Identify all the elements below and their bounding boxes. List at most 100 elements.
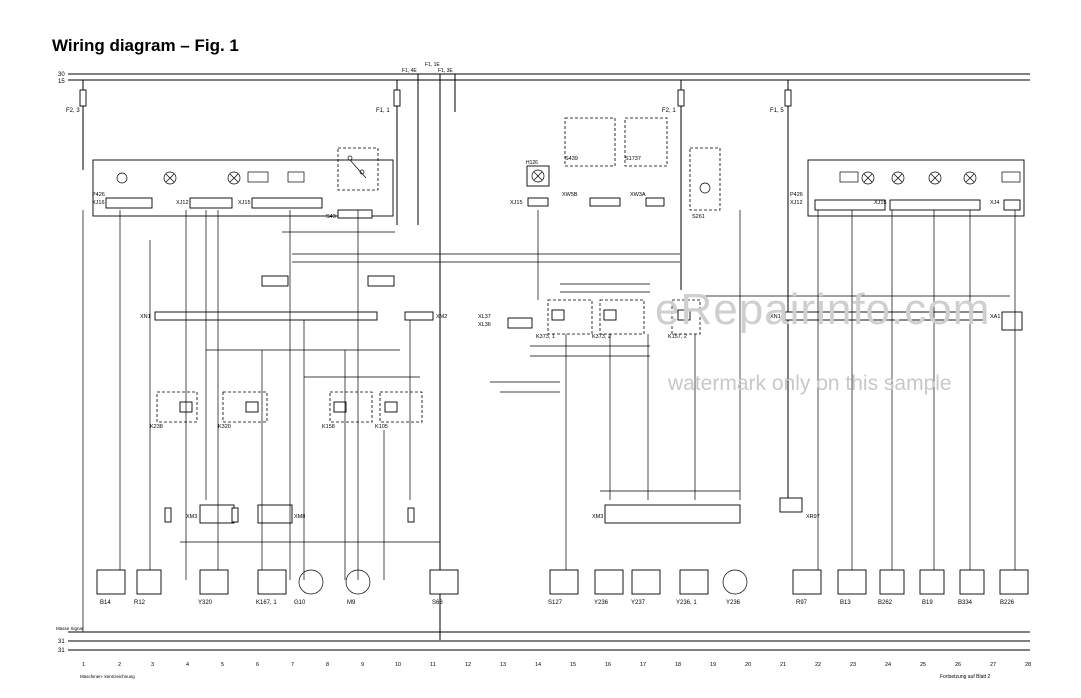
bottom-components: B14 R12 Y320 K167, 1 G10 M9 S68 S127 Y23…	[96, 569, 1029, 606]
rail-label-30: 30	[58, 72, 65, 78]
rail-label-signal: Masse Signal	[56, 626, 83, 631]
instrument-label: P426	[92, 192, 105, 198]
column-number: 9	[361, 662, 364, 668]
relays: K238 K320 K158 K105 K373, 1 K373, 2 K157…	[150, 299, 701, 430]
footer-left: Maschinen- kennzeichnung	[80, 674, 135, 679]
component-label: Y237	[631, 600, 646, 606]
connector-label: XJ12	[176, 200, 189, 206]
column-number: 7	[291, 662, 294, 668]
column-number: 3	[151, 662, 154, 668]
column-number: 6	[256, 662, 259, 668]
ground-rails: Masse Signal 31 31	[56, 626, 1030, 654]
fuses: F2, 3 F1, 1 F2, 1 F1, 5 F1, 4E F1, 1E F1…	[66, 62, 792, 640]
watermark-url: eRepairinfo.com	[655, 285, 991, 334]
instrument-label: H126	[526, 160, 538, 166]
column-number: 26	[955, 662, 961, 668]
connector-label: XM2	[436, 314, 447, 320]
column-number: 2	[118, 662, 121, 668]
fuse-label: F1, 1	[376, 108, 390, 114]
signal-wires	[180, 231, 1010, 543]
instrument-panel-left: P426 XJ16 XJ12 XJ15	[92, 159, 394, 217]
fuse-label: F2, 3	[66, 108, 80, 114]
fuse-tap-label: F1, 1E	[425, 62, 440, 68]
instrument-label: S261	[692, 214, 705, 220]
connector-label: XN1	[140, 314, 151, 320]
column-wires	[82, 210, 1016, 632]
fuse-tap-label: F1, 3E	[438, 68, 453, 74]
watermark-note: watermark only on this sample	[668, 372, 952, 395]
component-label: R12	[134, 600, 146, 606]
component-label: B14	[100, 600, 111, 606]
component-label: K167, 1	[256, 600, 277, 606]
supply-rails: 30 15	[58, 72, 1030, 85]
column-number: 10	[395, 662, 401, 668]
component-label: B19	[922, 600, 933, 606]
connector-label: XJ16	[92, 200, 105, 206]
column-number: 21	[780, 662, 786, 668]
relay-label: K373, 1	[536, 334, 555, 340]
component-label: M9	[347, 600, 356, 606]
instrument-label: S43	[326, 214, 336, 220]
connector-label: XJ15	[238, 200, 251, 206]
component-label: S68	[432, 600, 443, 606]
column-number: 17	[640, 662, 646, 668]
column-number: 14	[535, 662, 541, 668]
component-label: G10	[294, 600, 306, 606]
column-number: 12	[465, 662, 471, 668]
connector-label: XM3	[592, 514, 603, 520]
instrument-label: S1737	[625, 156, 641, 162]
column-number: 11	[430, 662, 436, 668]
relay-label: K320	[218, 424, 231, 430]
column-numbers: 1 2 3 4 5 6 7 8 9 10 11 12 13 14 15 16 1…	[82, 662, 1031, 668]
connector-label: XN1	[770, 314, 781, 320]
column-number: 25	[920, 662, 926, 668]
connector-label: XJ12	[790, 200, 803, 206]
column-number: 19	[710, 662, 716, 668]
footer-right: Fortsetzung auf Blatt 2	[940, 674, 991, 680]
column-number: 16	[605, 662, 611, 668]
connector-label: XM8	[294, 514, 305, 520]
component-label: Y236, 1	[676, 600, 697, 606]
component-label: Y236	[594, 600, 609, 606]
footer: Maschinen- kennzeichnung Fortsetzung auf…	[80, 674, 991, 680]
component-label: B226	[1000, 600, 1015, 606]
connector-label: XL36	[478, 322, 491, 328]
column-number: 8	[326, 662, 329, 668]
connector-label: XA1	[990, 314, 1000, 320]
component-label: B334	[958, 600, 973, 606]
column-number: 20	[745, 662, 751, 668]
instrument-label: S439	[565, 156, 578, 162]
component-label: B262	[878, 600, 893, 606]
instrument-label: P426	[790, 192, 803, 198]
connector-label: XR97	[806, 514, 820, 520]
column-number: 15	[570, 662, 576, 668]
connector-label: XW5B	[562, 192, 578, 198]
fuse-tap-label: F1, 4E	[402, 68, 417, 74]
page-title: Wiring diagram – Fig. 1	[52, 36, 239, 55]
relay-label: K158	[322, 424, 335, 430]
middle-top-components: H126 XJ15 S439 S1737 XW5B XW3A S261	[510, 117, 721, 220]
column-number: 22	[815, 662, 821, 668]
connector-label: XL37	[478, 314, 491, 320]
component-label: Y320	[198, 600, 213, 606]
relay-label: K105	[375, 424, 388, 430]
component-label: Y236	[726, 600, 741, 606]
column-number: 28	[1025, 662, 1031, 668]
rail-label-31a: 31	[58, 639, 65, 645]
connector-label: XJ4	[990, 200, 999, 206]
column-number: 13	[500, 662, 506, 668]
component-label: R97	[796, 600, 808, 606]
relay-label: K373, 2	[592, 334, 611, 340]
instrument-panel-right: P426 XJ12 XJ15 XJ4	[790, 159, 1025, 217]
connector-row-lower: XM3 XM8 XM3 XR97	[164, 497, 820, 524]
switch-s43: S43	[326, 147, 379, 220]
connector-row-upper: XN1 XM2 XL37 XL36 XN1 XA1	[140, 275, 1023, 331]
column-number: 24	[885, 662, 891, 668]
fuse-label: F2, 1	[662, 108, 676, 114]
column-number: 4	[186, 662, 189, 668]
connector-label: XM3	[186, 514, 197, 520]
connector-label: XJ15	[874, 200, 887, 206]
fuse-label: F1, 5	[770, 108, 784, 114]
column-number: 27	[990, 662, 996, 668]
